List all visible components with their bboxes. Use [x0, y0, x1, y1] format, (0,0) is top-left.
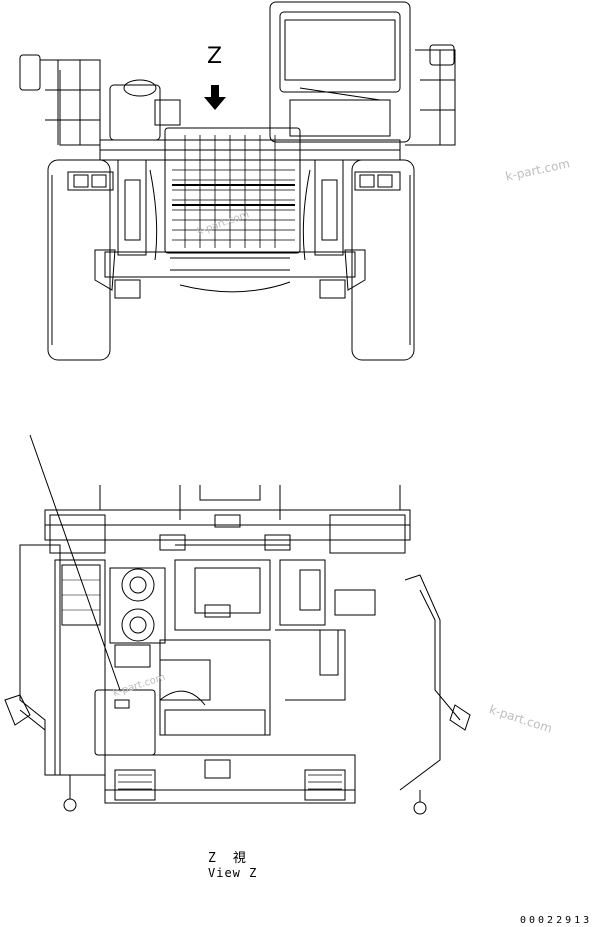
left-tire — [47, 159, 111, 361]
rear-view-machine — [19, 1, 456, 361]
radiator-grille — [164, 127, 301, 254]
rear-bumper — [104, 251, 356, 278]
view-z-machine — [4, 434, 471, 815]
left-side-panel — [19, 544, 61, 776]
pump-lower — [121, 608, 155, 642]
view-arrow-label: Z — [207, 44, 223, 69]
right-rear-lamp — [354, 171, 401, 191]
down-arrow-icon — [204, 85, 226, 110]
drawing-number: 00022913 — [520, 915, 593, 926]
right-roller — [413, 801, 427, 815]
pump-upper — [121, 568, 155, 602]
left-rear-lamp — [67, 171, 114, 191]
engine-block — [174, 559, 271, 631]
leader-line — [29, 434, 121, 691]
cab — [269, 1, 411, 143]
rear-frame — [104, 754, 356, 804]
left-roller — [63, 798, 77, 812]
right-handrail — [405, 49, 456, 146]
view-title-english: View Z — [208, 866, 258, 880]
view-title-japanese: Z 視 — [208, 851, 248, 866]
left-handrail — [40, 59, 101, 146]
